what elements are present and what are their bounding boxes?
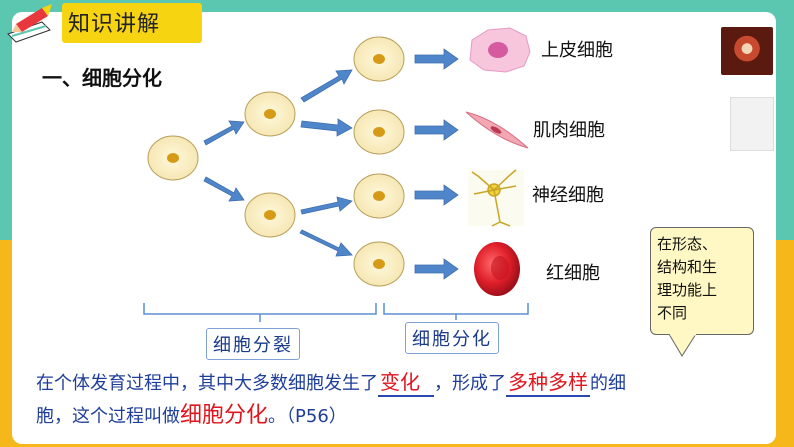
header-title: 知识讲解 — [68, 12, 161, 37]
section-title: 一、细胞分化 — [42, 66, 162, 90]
caption-text-1c: 的细 — [590, 373, 626, 394]
gen2-cell-4 — [353, 241, 405, 287]
arrow-to-lower — [203, 176, 245, 202]
gen2-cell-2 — [353, 109, 405, 155]
daughter-cell-upper — [244, 91, 296, 137]
parent-cell — [147, 135, 199, 181]
arrow-to-epithelial — [414, 48, 459, 70]
caption-text-1b: ，形成了 — [434, 373, 506, 394]
callout-tail — [668, 334, 697, 357]
arrow-to-upper — [203, 120, 245, 146]
callout-box: 在形态、 结构和生 理功能上 不同 — [650, 227, 754, 335]
callout-line-4: 不同 — [657, 304, 688, 322]
caption-text-1a: 在个体发育过程中，其中大多数细胞发生了 — [36, 373, 378, 394]
caption-line-2: 胞，这个过程叫做细胞分化。（P56） — [36, 397, 347, 429]
callout-line-3: 理功能上 — [657, 281, 718, 299]
arrow-to-gen2-1 — [300, 69, 353, 103]
muscle-cell-image — [465, 111, 529, 149]
stage-label-differentiation: 细胞分化 — [405, 322, 499, 354]
label-nerve-cell: 神经细胞 — [532, 185, 604, 206]
arrow-to-muscle — [414, 119, 459, 141]
caption-blank-1: 变化 — [378, 366, 434, 397]
daughter-cell-lower — [244, 192, 296, 238]
caption-blank-2: 多种多样 — [506, 366, 590, 397]
callout-line-1: 在形态、 — [657, 235, 718, 253]
arrow-to-gen2-3 — [300, 196, 353, 215]
stage-label-division: 细胞分裂 — [206, 328, 300, 360]
pencil-icon — [7, 4, 52, 43]
callout-line-2: 结构和生 — [657, 258, 718, 276]
differentiation-bracket — [383, 303, 529, 320]
header-title-tag — [62, 3, 202, 43]
arrow-to-nerve — [414, 184, 459, 206]
slide-board — [12, 12, 776, 444]
gen2-cell-3 — [353, 173, 405, 219]
caption-line-1: 在个体发育过程中，其中大多数细胞发生了变化，形成了多种多样的细 — [36, 366, 626, 397]
arrow-to-gen2-4 — [299, 229, 353, 257]
caption-text-2a: 胞，这个过程叫做 — [36, 406, 180, 427]
arrow-to-red-blood — [414, 258, 459, 280]
red-blood-cell-image — [474, 242, 520, 296]
gen2-cell-1 — [353, 36, 405, 82]
caption-text-2b: 。（P56） — [268, 406, 347, 427]
arrow-to-gen2-2 — [300, 118, 353, 137]
label-epithelial-cell: 上皮细胞 — [541, 40, 613, 61]
division-bracket — [143, 303, 377, 322]
caption-term: 细胞分化 — [180, 403, 269, 428]
label-red-blood-cell: 红细胞 — [546, 263, 600, 284]
epithelial-cell-image — [469, 27, 531, 73]
side-panel-thumbnail[interactable] — [730, 97, 774, 151]
nerve-cell-image — [468, 169, 524, 227]
label-muscle-cell: 肌肉细胞 — [533, 120, 605, 141]
video-thumbnail[interactable] — [721, 27, 773, 75]
